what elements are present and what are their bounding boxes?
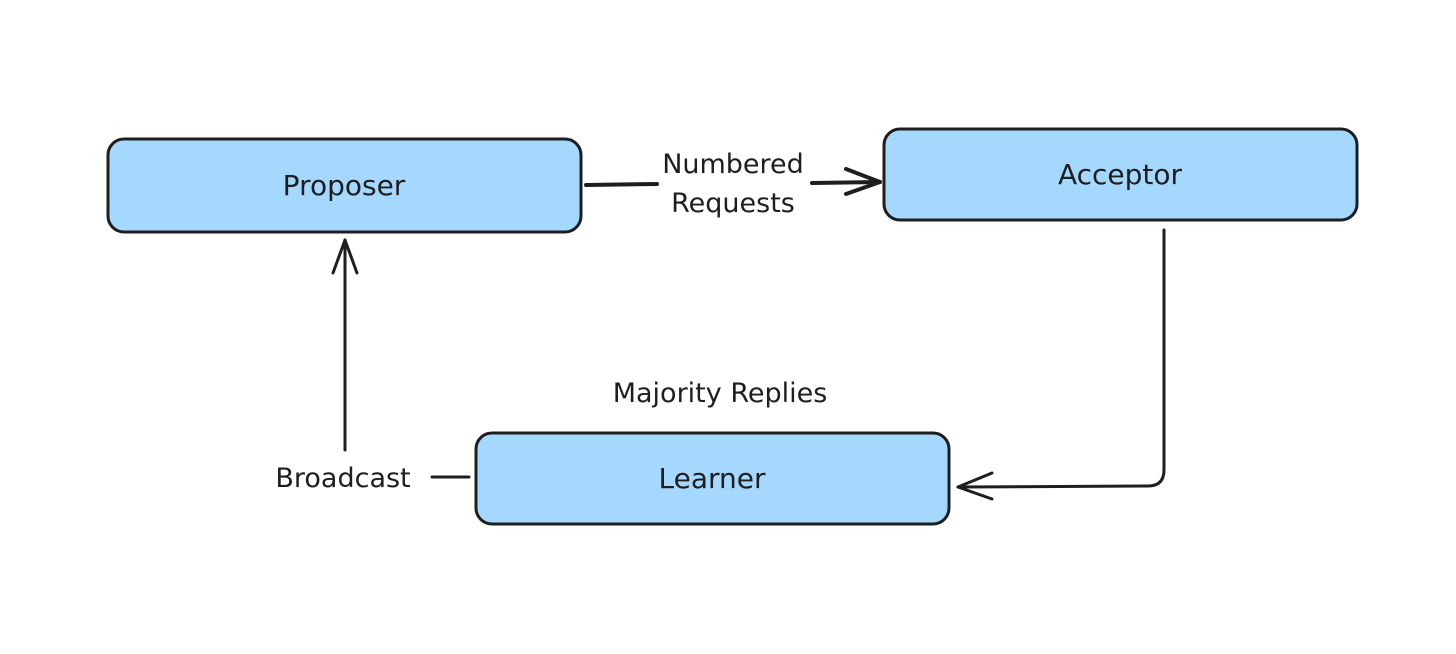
node-proposer-label: Proposer	[283, 169, 406, 202]
node-proposer[interactable]: Proposer	[106, 137, 583, 234]
node-learner[interactable]: Learner	[474, 431, 951, 526]
arrowhead-right-icon	[844, 167, 882, 196]
edge-proposer-to-acceptor-line-right	[810, 180, 882, 185]
edge-proposer-to-acceptor-label-line1: Numbered	[662, 149, 804, 180]
edge-learner-to-proposer: Broadcast	[275, 238, 471, 494]
node-acceptor-box	[882, 127, 1359, 222]
node-acceptor[interactable]: Acceptor	[882, 127, 1359, 222]
arrowhead-left-icon	[956, 471, 994, 501]
node-proposer-box	[106, 137, 583, 234]
edge-proposer-to-acceptor-label-line2: Requests	[671, 188, 795, 219]
edge-proposer-to-acceptor-line-left	[584, 182, 659, 187]
node-learner-label: Learner	[659, 462, 766, 495]
node-acceptor-label: Acceptor	[1058, 158, 1183, 191]
edge-acceptor-to-learner-line	[956, 228, 1166, 489]
edge-acceptor-to-learner: Majority Replies	[613, 228, 1166, 501]
node-learner-box	[474, 431, 951, 526]
arrowhead-up-icon	[331, 238, 359, 275]
edge-proposer-to-acceptor: Numbered Requests	[584, 149, 882, 219]
edge-acceptor-to-learner-label: Majority Replies	[613, 378, 828, 409]
edge-learner-to-proposer-label: Broadcast	[275, 463, 410, 494]
